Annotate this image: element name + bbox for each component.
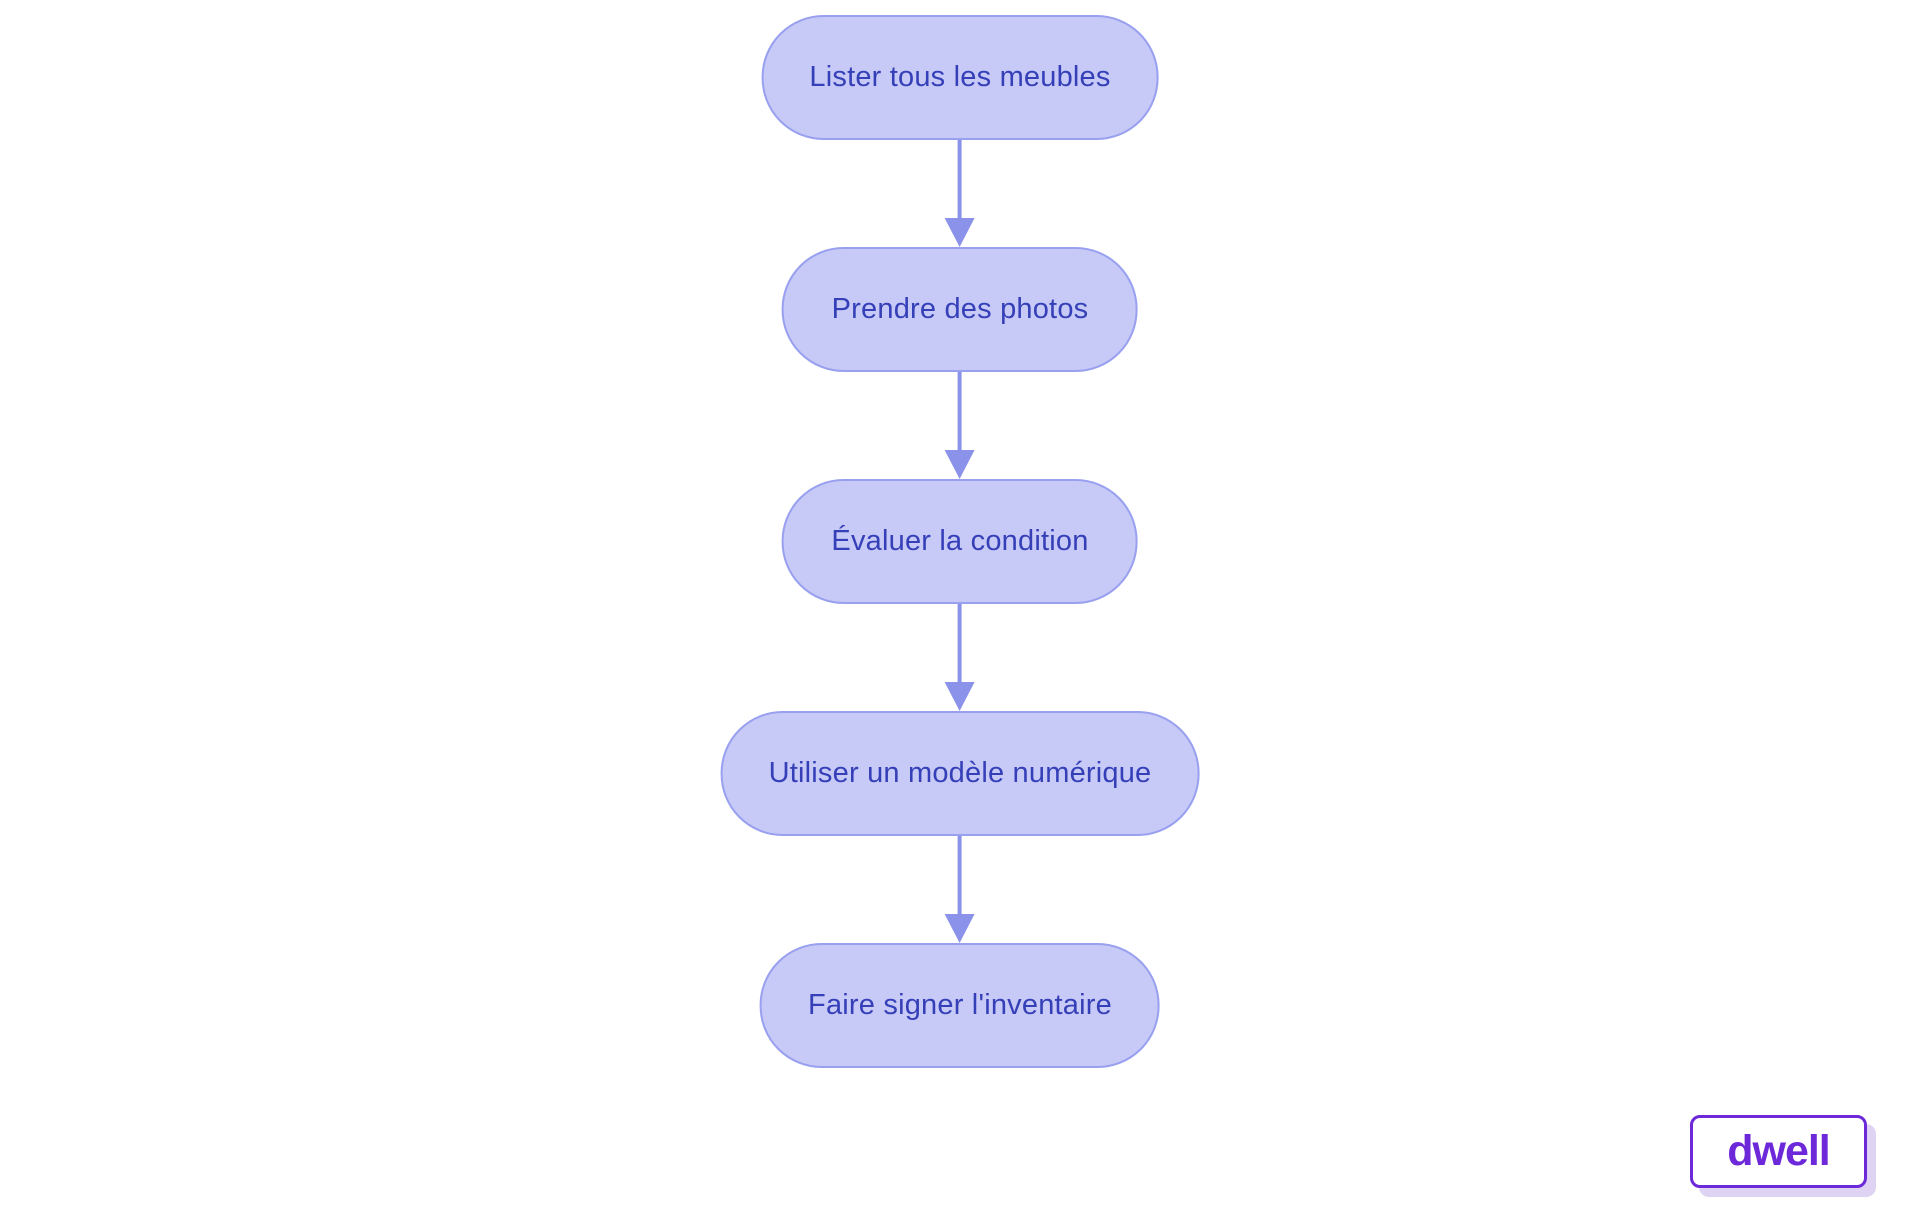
flow-node-label: Prendre des photos bbox=[831, 293, 1089, 325]
flow-node-prendre-photos: Prendre des photos bbox=[781, 247, 1138, 372]
arrow-down-icon bbox=[944, 372, 975, 479]
dwell-logo: dwell bbox=[1690, 1115, 1867, 1188]
flow-node-lister-meubles: Lister tous les meubles bbox=[761, 15, 1159, 140]
flowchart: Lister tous les meubles Prendre des phot… bbox=[720, 15, 1200, 1068]
flow-node-modele-numerique: Utiliser un modèle numérique bbox=[720, 711, 1200, 836]
flow-node-label: Faire signer l'inventaire bbox=[808, 989, 1112, 1021]
flow-node-label: Utiliser un modèle numérique bbox=[768, 757, 1152, 789]
arrow-down-icon bbox=[944, 604, 975, 711]
arrow-down-icon bbox=[944, 140, 975, 247]
flow-node-label: Lister tous les meubles bbox=[809, 61, 1111, 93]
flow-node-evaluer-condition: Évaluer la condition bbox=[781, 479, 1138, 604]
flow-node-label: Évaluer la condition bbox=[831, 525, 1089, 557]
dwell-logo-text: dwell bbox=[1727, 1127, 1831, 1175]
flow-node-signer-inventaire: Faire signer l'inventaire bbox=[760, 943, 1160, 1068]
arrow-down-icon bbox=[944, 836, 975, 943]
